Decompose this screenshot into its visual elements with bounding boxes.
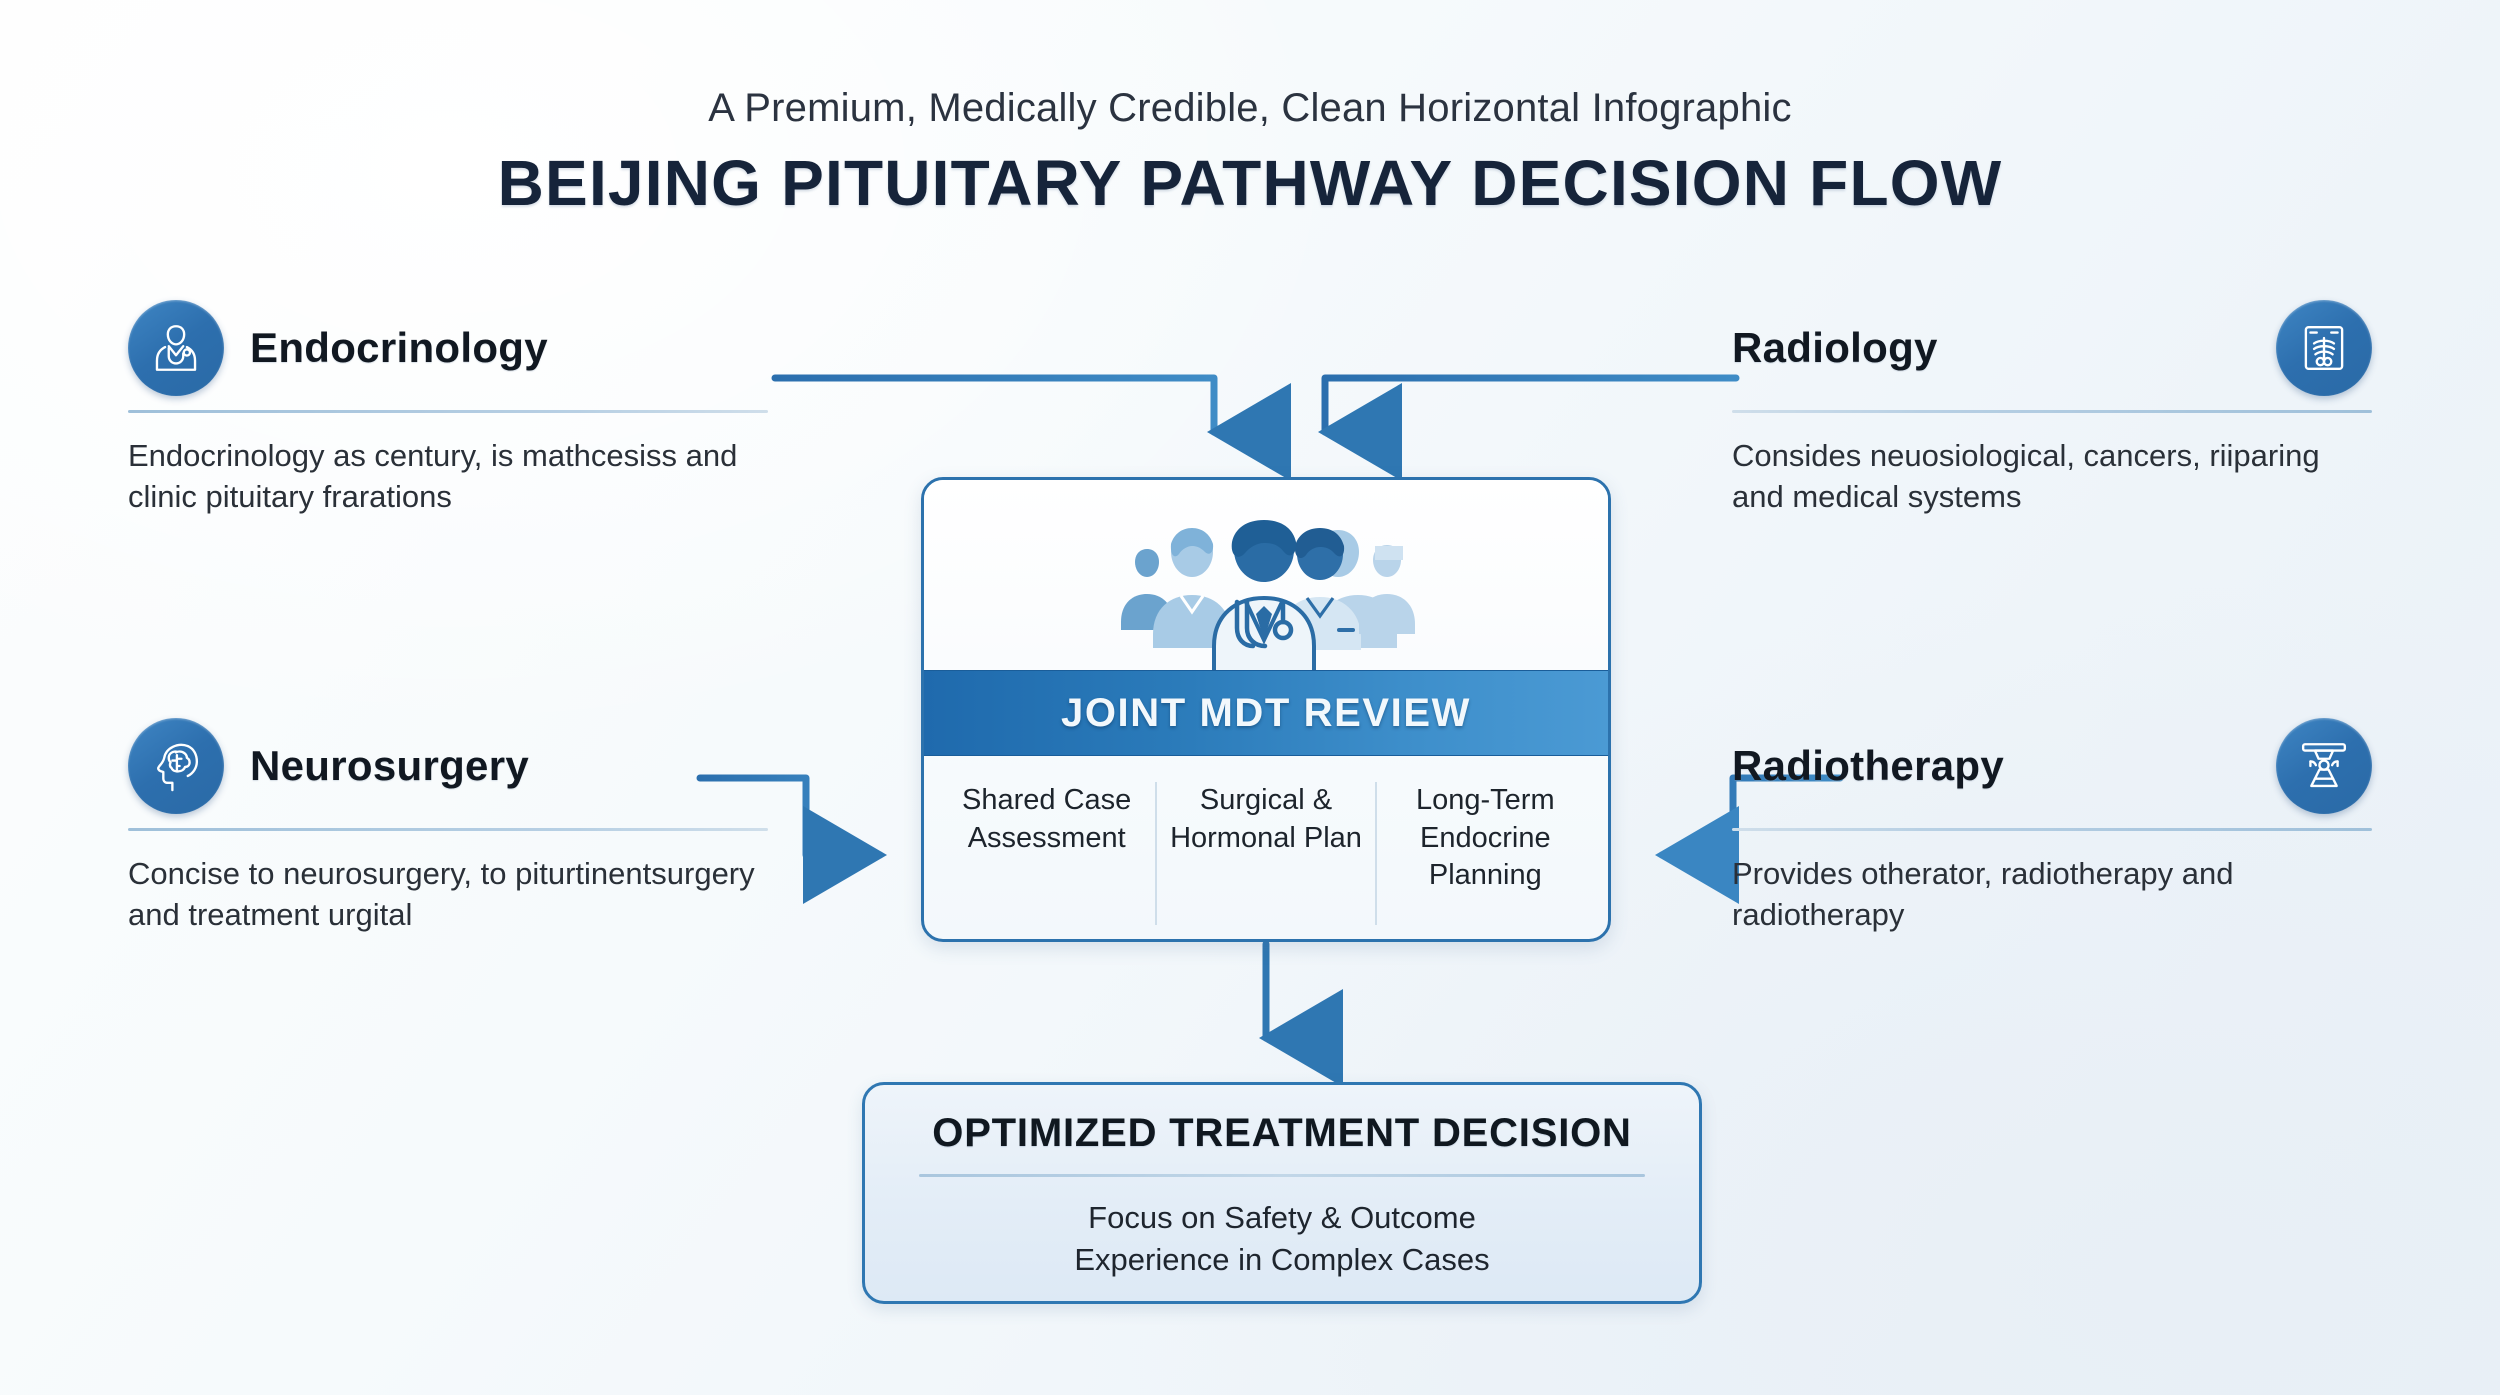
outcome-line-2: Experience in Complex Cases xyxy=(1074,1242,1490,1278)
block-header: Radiotherapy xyxy=(1732,718,2372,814)
brain-head-icon xyxy=(128,718,224,814)
block-header: Endocrinology xyxy=(128,300,768,396)
block-radiotherapy[interactable]: Radiotherapy Provides otherator, radioth… xyxy=(1732,718,2372,935)
block-endocrinology[interactable]: Endocrinology Endocrinology as century, … xyxy=(128,300,768,517)
page-title: BEIJING PITUITARY PATHWAY DECISION FLOW xyxy=(497,147,2003,219)
block-title: Radiology xyxy=(1732,324,1938,371)
block-title: Neurosurgery xyxy=(250,742,530,789)
optimized-treatment-decision-box[interactable]: OPTIMIZED TREATMENT DECISION Focus on Sa… xyxy=(862,1082,1702,1304)
mdt-banner: JOINT MDT REVIEW xyxy=(924,670,1608,756)
outcome-title: OPTIMIZED TREATMENT DECISION xyxy=(932,1111,1632,1155)
divider-rule xyxy=(128,828,768,831)
block-description: Concise to neurosurgery, to piturtinents… xyxy=(128,856,755,933)
mdt-banner-label: JOINT MDT REVIEW xyxy=(1060,690,1472,735)
divider-rule xyxy=(919,1174,1645,1177)
doctor-stethoscope-icon xyxy=(128,300,224,396)
block-description: Provides otherator, radiotherapy and rad… xyxy=(1732,856,2234,933)
block-description: Consides neuosiological, cancers, riipar… xyxy=(1732,438,2320,515)
divider-rule xyxy=(1732,410,2372,413)
wire-endocrinology xyxy=(771,374,1291,481)
divider-rule xyxy=(1732,828,2372,831)
block-description: Endocrinology as century, is mathcesiss … xyxy=(128,438,738,515)
mdt-card[interactable]: JOINT MDT REVIEW Shared Case Assessment … xyxy=(921,477,1611,942)
xray-film-icon xyxy=(2276,300,2372,396)
medical-team-icon xyxy=(924,480,1608,670)
mdt-column-shared-case-assessment: Shared Case Assessment xyxy=(962,784,1132,854)
block-title: Radiotherapy xyxy=(1732,742,2004,789)
block-neurosurgery[interactable]: Neurosurgery Concise to neurosurgery, to… xyxy=(128,718,768,935)
outcome-line-1: Focus on Safety & Outcome xyxy=(1088,1200,1476,1235)
mdt-column-long-term-endocrine-planning: Long-Term Endocrine Planning xyxy=(1374,782,1594,925)
linac-radiotherapy-icon xyxy=(2276,718,2372,814)
mdt-columns: Shared Case Assessment Surgical & Hormon… xyxy=(924,756,1608,939)
wire-radiology xyxy=(1318,374,1740,481)
block-title: Endocrinology xyxy=(250,324,548,371)
divider-rule xyxy=(128,410,768,413)
mdt-column-surgical-hormonal-plan: Surgical & Hormonal Plan xyxy=(1155,782,1374,925)
page-subtitle: A Premium, Medically Credible, Clean Hor… xyxy=(708,86,1792,130)
block-header: Radiology xyxy=(1732,300,2372,396)
block-radiology[interactable]: Radiology Consides neuosiological, cance… xyxy=(1732,300,2372,517)
block-header: Neurosurgery xyxy=(128,718,768,814)
